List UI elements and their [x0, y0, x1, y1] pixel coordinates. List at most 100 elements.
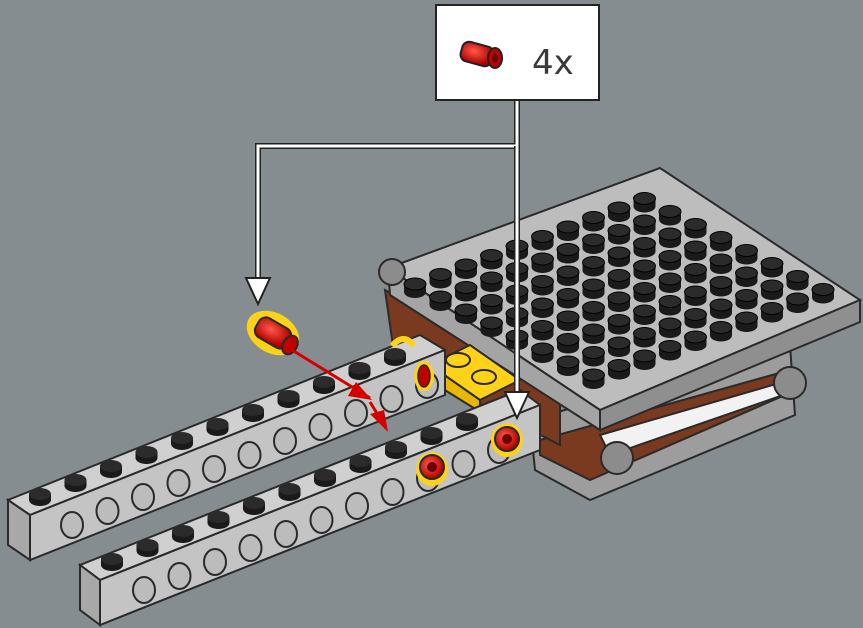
- plate-stud: [583, 212, 605, 232]
- plate-stud: [787, 271, 809, 291]
- plate-stud: [557, 244, 579, 264]
- beam-hole: [61, 512, 83, 538]
- plate-stud: [455, 282, 477, 302]
- plate-stud: [685, 286, 707, 306]
- plate-stud: [532, 343, 554, 363]
- beam-stud: [456, 413, 478, 431]
- plate-stud: [608, 270, 630, 290]
- beam-hole: [240, 535, 262, 561]
- plate-stud: [481, 250, 503, 270]
- plate-stud: [532, 276, 554, 296]
- plate-stud: [430, 269, 452, 289]
- plate-stud: [583, 347, 605, 367]
- plate-stud: [787, 293, 809, 313]
- beam-hole: [382, 479, 404, 505]
- plate-stud: [583, 234, 605, 254]
- plate-stud: [659, 228, 681, 248]
- plate-stud: [532, 298, 554, 318]
- plate-stud: [710, 277, 732, 297]
- beam-stud: [313, 376, 335, 394]
- plate-stud: [532, 321, 554, 341]
- beam-stud: [278, 390, 300, 408]
- beam-hole: [97, 498, 119, 524]
- beam-stud: [349, 362, 371, 380]
- beam-stud: [385, 441, 407, 459]
- plate-stud: [608, 337, 630, 357]
- plate-stud: [583, 324, 605, 344]
- plate-stud: [812, 284, 834, 304]
- plate-stud: [557, 221, 579, 241]
- plate-stud: [583, 257, 605, 277]
- beam-hole: [239, 442, 261, 468]
- plate-stud: [404, 278, 426, 298]
- plate-stud: [634, 193, 656, 213]
- plate-stud: [761, 303, 783, 323]
- plate-stud: [634, 305, 656, 325]
- plate-stud: [608, 202, 630, 222]
- plate-stud: [634, 260, 656, 280]
- plate-stud: [557, 266, 579, 286]
- plate-stud: [532, 253, 554, 273]
- beam-hole: [453, 451, 475, 477]
- beam-hole: [169, 563, 191, 589]
- beam-hole: [133, 577, 155, 603]
- plate-stud: [659, 206, 681, 226]
- plate-stud: [557, 334, 579, 354]
- beam-stud: [279, 483, 301, 501]
- beam-stud: [172, 525, 194, 543]
- plate-stud: [710, 299, 732, 319]
- plate-stud: [685, 264, 707, 284]
- plate-stud: [608, 315, 630, 335]
- beam-stud: [242, 404, 264, 422]
- gray-ball-joint: [379, 259, 405, 285]
- plate-stud: [685, 219, 707, 239]
- beam-hole: [345, 400, 367, 426]
- beam-stud: [314, 469, 336, 487]
- plate-stud: [659, 341, 681, 361]
- plate-stud: [532, 231, 554, 251]
- installed-red-pin: [414, 361, 434, 391]
- plate-stud: [608, 247, 630, 267]
- plate-stud: [710, 232, 732, 252]
- plate-stud: [557, 356, 579, 376]
- plate-stud: [710, 322, 732, 342]
- plate-stud: [583, 279, 605, 299]
- plate-stud: [685, 309, 707, 329]
- plate-stud: [583, 369, 605, 389]
- plate-stud: [481, 295, 503, 315]
- plate-stud: [634, 283, 656, 303]
- plate-stud: [634, 215, 656, 235]
- beam-hole: [204, 549, 226, 575]
- beam-stud: [136, 446, 158, 464]
- beam-hole: [381, 386, 403, 412]
- plate-stud: [608, 360, 630, 380]
- beam-hole: [275, 521, 297, 547]
- plate-stud: [557, 311, 579, 331]
- plate-stud: [736, 245, 758, 265]
- plate-stud: [736, 267, 758, 287]
- plate-stud: [761, 280, 783, 300]
- beam-stud: [100, 460, 122, 478]
- plate-stud: [430, 291, 452, 311]
- gray-ball-joint: [601, 442, 633, 474]
- beam-stud: [208, 511, 230, 529]
- plate-stud: [710, 254, 732, 274]
- beam-hole: [311, 507, 333, 533]
- beam-stud: [29, 488, 51, 506]
- plate-stud: [736, 290, 758, 310]
- plate-stud: [455, 304, 477, 324]
- beam-hole: [310, 414, 332, 440]
- plate-stud: [455, 259, 477, 279]
- beam-hole: [168, 470, 190, 496]
- beam-stud: [65, 474, 87, 492]
- plate-stud: [608, 225, 630, 245]
- beam-stud: [207, 418, 229, 436]
- beam-stud: [350, 455, 372, 473]
- plate-stud: [583, 302, 605, 322]
- beam-stud: [137, 539, 159, 557]
- beam-hole: [203, 456, 225, 482]
- beam-hole: [274, 428, 296, 454]
- plate-stud: [736, 312, 758, 332]
- plate-stud: [659, 318, 681, 338]
